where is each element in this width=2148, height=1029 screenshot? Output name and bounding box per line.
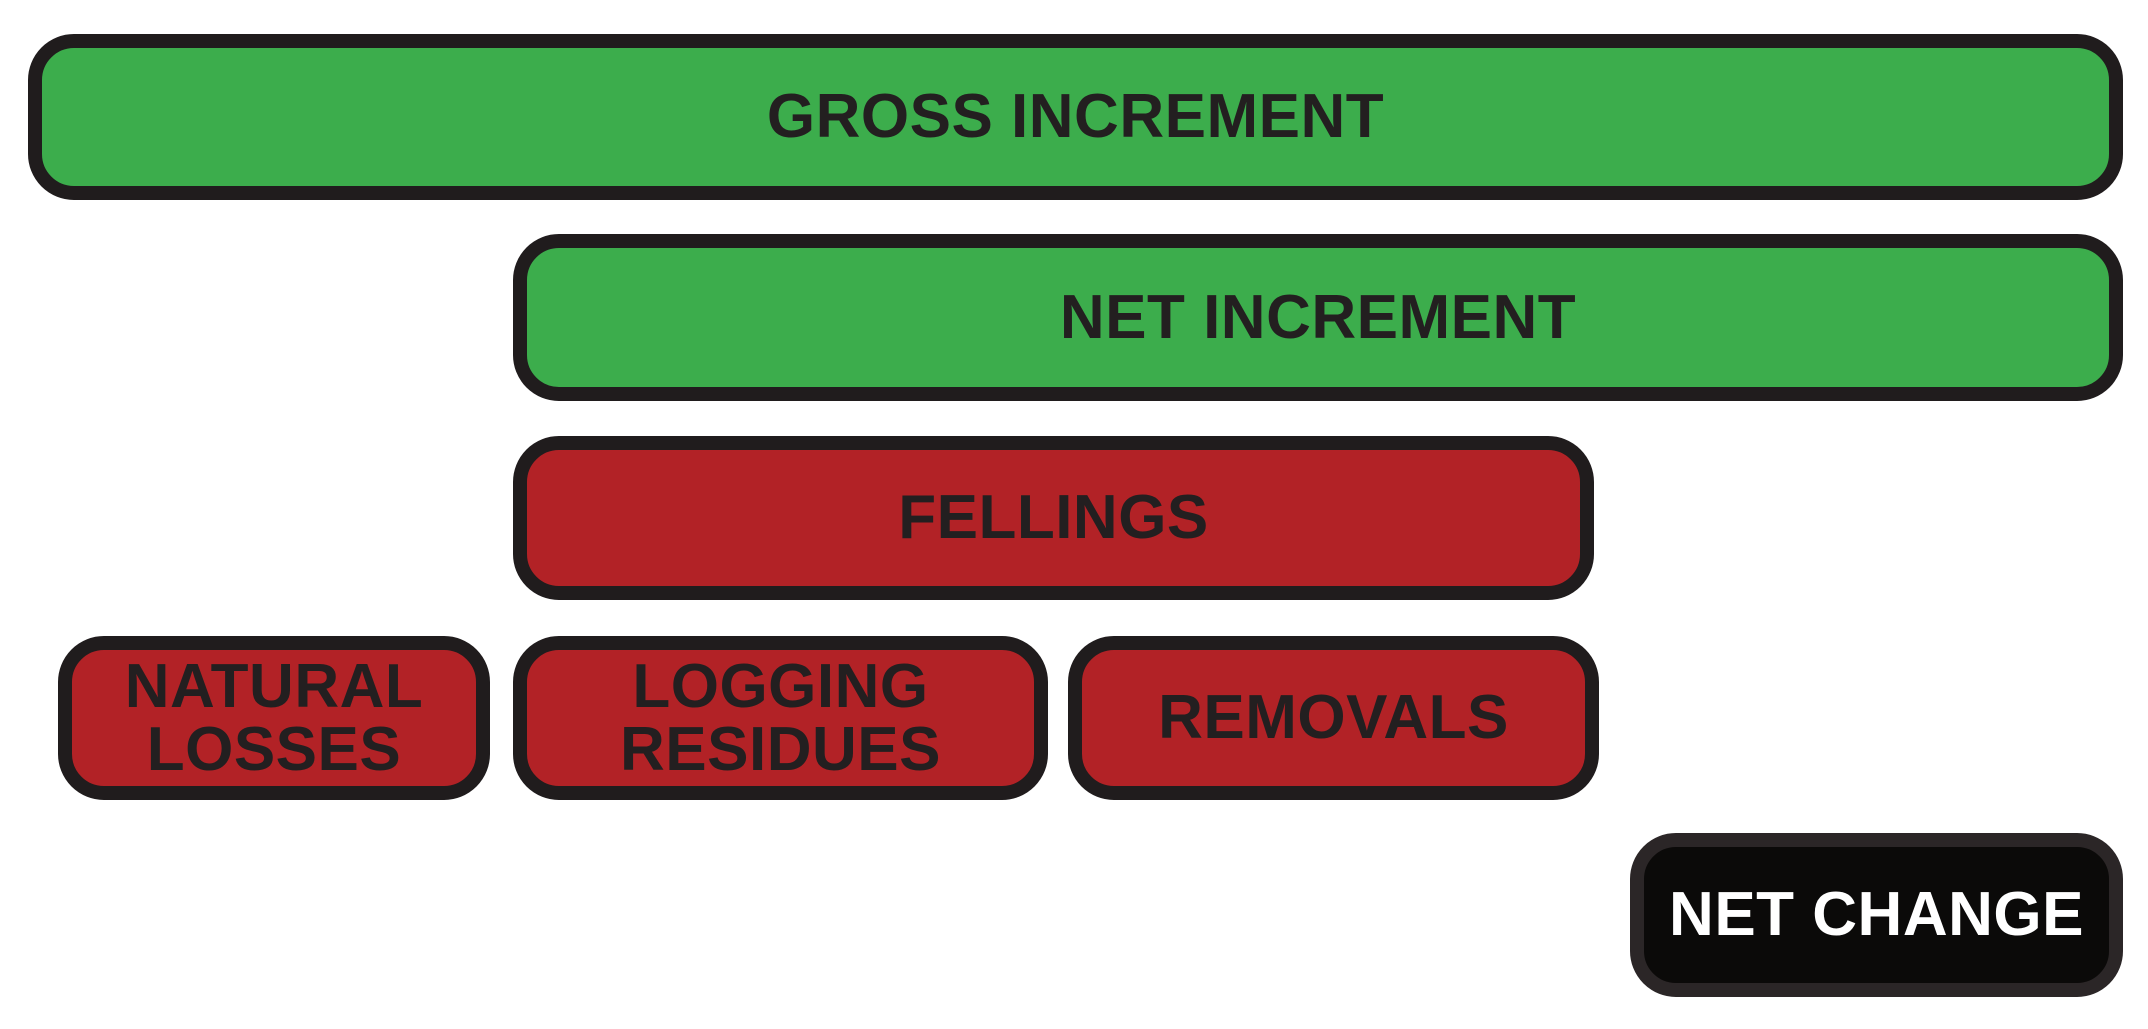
- removals-label: REMOVALS: [1158, 683, 1509, 753]
- logging-residues-box: LOGGING RESIDUES: [513, 636, 1048, 800]
- gross-increment-label: GROSS INCREMENT: [766, 82, 1385, 152]
- gross-increment-box: GROSS INCREMENT: [28, 34, 2123, 200]
- natural-losses-label-line2: LOSSES: [146, 715, 402, 784]
- logging-residues-label-line2: RESIDUES: [620, 715, 941, 784]
- natural-losses-label-line1: NATURAL: [124, 651, 424, 721]
- net-change-label: NET CHANGE: [1669, 880, 2084, 950]
- net-increment-box: NET INCREMENT: [513, 234, 2123, 401]
- removals-box: REMOVALS: [1068, 636, 1599, 800]
- net-change-box: NET CHANGE: [1630, 833, 2123, 997]
- fellings-box: FELLINGS: [513, 436, 1594, 600]
- net-increment-label: NET INCREMENT: [1059, 282, 1577, 352]
- fellings-label: FELLINGS: [898, 483, 1209, 553]
- logging-residues-label-line1: LOGGING: [632, 651, 929, 721]
- natural-losses-box: NATURAL LOSSES: [58, 636, 490, 800]
